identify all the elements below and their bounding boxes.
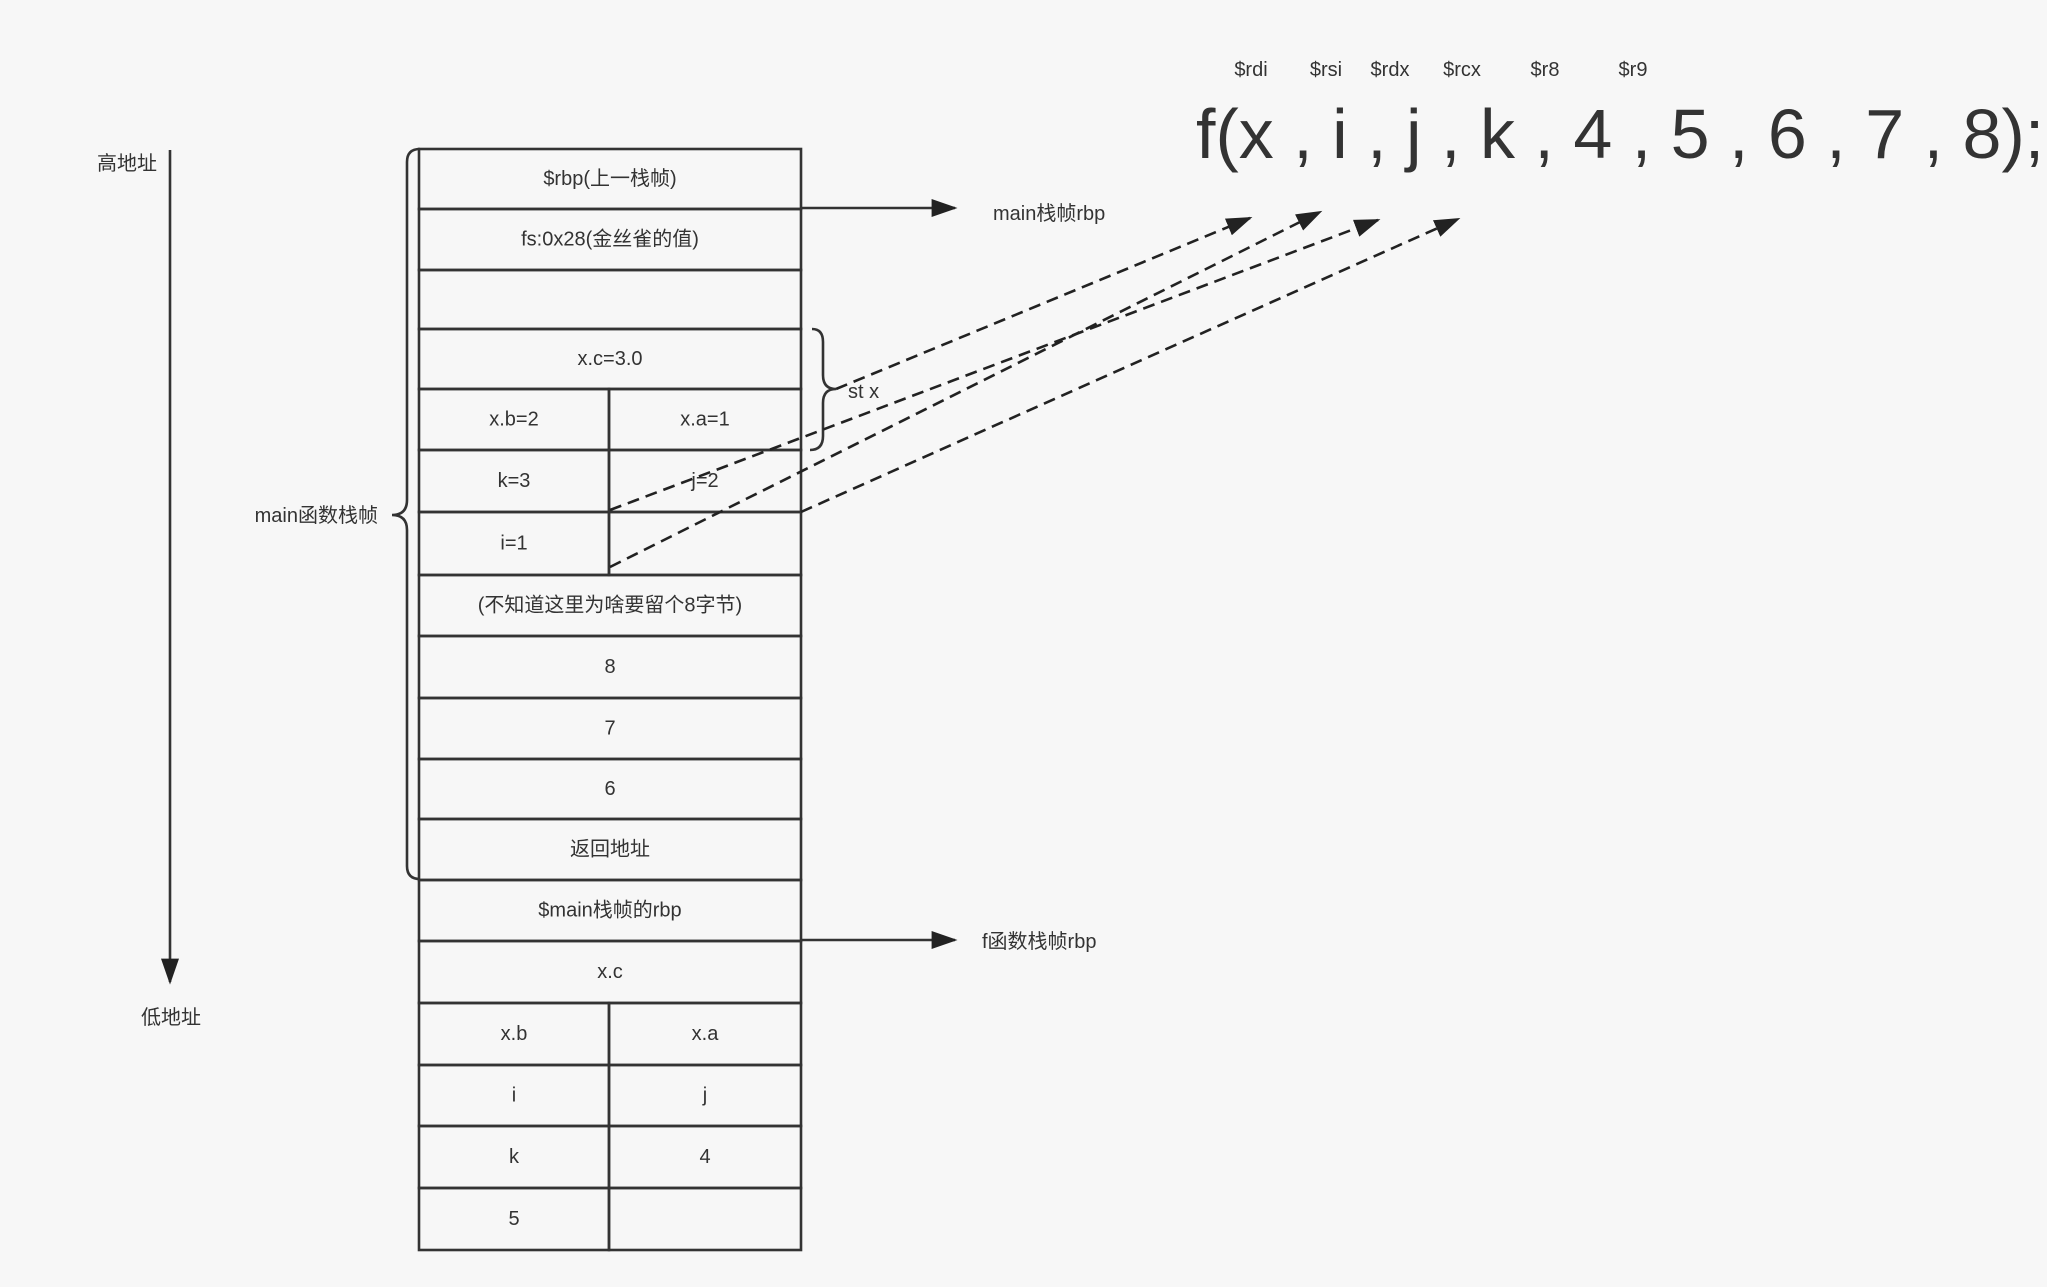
call-arg: x <box>1239 95 1274 173</box>
call-arg: k <box>1480 95 1516 173</box>
stack-cell-label: 返回地址 <box>570 838 650 861</box>
call-arg: 6 <box>1768 95 1807 173</box>
stack-cell-label: x.a <box>692 1023 720 1045</box>
stack-cell-label: 7 <box>604 718 615 740</box>
call-separator: , <box>1348 95 1406 173</box>
stack-cell-label: $rbp(上一栈帧) <box>543 167 676 190</box>
register-rcx: $rcx <box>1443 59 1481 81</box>
stack-cell-label: i <box>512 1085 516 1107</box>
low-address-label: 低地址 <box>141 1006 201 1029</box>
call-separator: , <box>1422 95 1480 173</box>
stack-cell-label: k <box>509 1146 520 1168</box>
call-suffix: ); <box>2001 95 2044 173</box>
stack-cell-f-5-1 <box>607 1186 803 1252</box>
high-address-label: 高地址 <box>97 152 157 175</box>
call-arg: 7 <box>1865 95 1904 173</box>
stack-cell-label: x.b <box>501 1023 528 1045</box>
stack-cell-label: (不知道这里为啥要留个8字节) <box>478 594 742 617</box>
register-rsi: $rsi <box>1310 59 1342 81</box>
struct-label: st x <box>848 381 879 403</box>
call-arg: j <box>1404 95 1422 173</box>
arg-k-to-rcx-arrow <box>800 217 1461 514</box>
stack-cell-label: 5 <box>508 1208 519 1230</box>
call-separator: , <box>1612 95 1670 173</box>
f-rbp-label: f函数栈帧rbp <box>982 930 1096 953</box>
call-arg: 5 <box>1671 95 1710 173</box>
main-frame-brace <box>391 147 421 881</box>
call-separator: , <box>1904 95 1962 173</box>
register-r8: $r8 <box>1531 59 1560 81</box>
stack-cell-i-1 <box>607 510 803 577</box>
call-arg: i <box>1332 95 1348 173</box>
register-rdx: $rdx <box>1371 59 1410 81</box>
register-r9: $r9 <box>1619 59 1648 81</box>
stack-cells: $rbp(上一栈帧) fs:0x28(金丝雀的值) x.c=3.0 x.b=2 x.a=… <box>417 147 803 1252</box>
function-call-expression: f(x , i , j , k , 4 , 5 , 6 , 7 , 8); <box>1196 95 2044 173</box>
arg-j-to-rdx-arrow <box>609 218 1381 512</box>
call-separator: , <box>1710 95 1768 173</box>
stack-cell-label: 8 <box>604 656 615 678</box>
stack-cell-label: $main栈帧的rbp <box>538 899 681 922</box>
stack-cell-label: 4 <box>699 1146 710 1168</box>
call-prefix: f( <box>1196 95 1239 173</box>
call-arg: 4 <box>1573 95 1612 173</box>
call-separator: , <box>1515 95 1573 173</box>
stack-cell-label: x.a=1 <box>680 409 729 431</box>
main-rbp-label: main栈帧rbp <box>993 202 1105 225</box>
stack-cell-label: i=1 <box>500 533 527 555</box>
stack-cell-label: x.c=3.0 <box>577 348 642 370</box>
stack-cell-label: fs:0x28(金丝雀的值) <box>521 228 699 251</box>
call-separator: , <box>1807 95 1865 173</box>
stack-cell-empty <box>417 268 803 331</box>
stack-cell-label: j <box>702 1085 707 1107</box>
main-frame-label: main函数栈帧 <box>255 504 378 527</box>
call-separator: , <box>1274 95 1332 173</box>
stack-cell-label: x.c <box>597 961 623 983</box>
arg-x-to-rdi-arrow <box>835 216 1253 391</box>
stack-cell-label: j=2 <box>690 470 718 492</box>
stack-cell-label: x.b=2 <box>489 409 538 431</box>
call-arg: 8 <box>1963 95 2002 173</box>
register-rdi: $rdi <box>1234 59 1267 81</box>
stack-cell-label: k=3 <box>498 470 531 492</box>
stack-cell-label: 6 <box>604 778 615 800</box>
